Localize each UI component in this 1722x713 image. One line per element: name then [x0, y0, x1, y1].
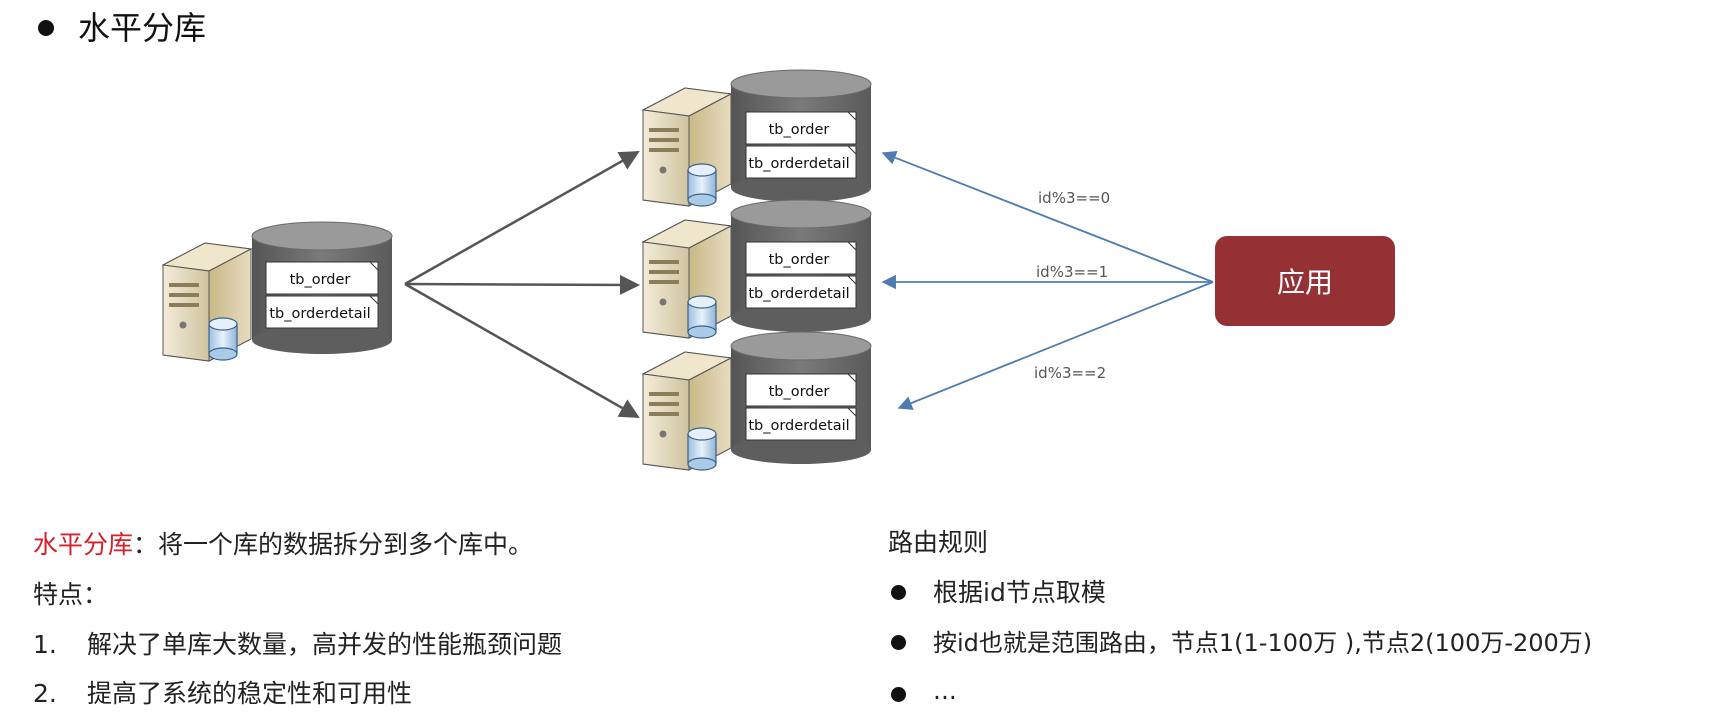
source-table-label: tb_order	[290, 272, 351, 288]
target-db-1: tb_order tb_orderdetail	[642, 199, 872, 339]
target-server-icon	[642, 219, 732, 339]
target-mini-db-icon	[687, 427, 717, 471]
feature-number: 1.	[33, 630, 57, 659]
definition-text: ：将一个库的数据拆分到多个库中。	[133, 530, 534, 559]
feature-item: 1. 解决了单库大数量，高并发的性能瓶颈问题	[33, 628, 562, 662]
target-table-label: tb_orderdetail	[748, 286, 849, 302]
source-server-icon	[162, 242, 252, 362]
routing-rule: 按id也就是范围路由，节点1(1-100万 ),节点2(100万-200万)	[933, 629, 1593, 657]
route-arrow	[897, 281, 1214, 410]
features-label: 特点：	[33, 580, 109, 609]
feature-text: 提高了系统的稳定性和可用性	[87, 679, 413, 708]
title-bullet	[38, 20, 54, 36]
feature-text: 解决了单库大数量，高并发的性能瓶颈问题	[87, 630, 563, 659]
source-table-label: tb_orderdetail	[269, 306, 370, 322]
source-db: tb_order tb_orderdetail	[162, 221, 393, 362]
target-server-icon	[642, 351, 732, 471]
definition-line: 水平分库：将一个库的数据拆分到多个库中。	[33, 528, 533, 562]
target-table-label: tb_order	[769, 122, 830, 138]
definition-term: 水平分库	[33, 530, 134, 559]
target-db-2: tb_order tb_orderdetail	[642, 331, 872, 471]
rule-bullet	[891, 635, 906, 650]
routing-heading: 路由规则	[888, 528, 989, 557]
route-arrow	[881, 151, 1214, 283]
rule-bullet	[891, 585, 906, 600]
split-arrow	[404, 282, 640, 419]
split-arrow	[404, 150, 640, 286]
route-label: id%3==2	[1034, 364, 1106, 382]
target-server-icon	[642, 87, 732, 207]
routing-rule: ...	[933, 676, 957, 705]
target-table-label: tb_order	[769, 384, 830, 400]
target-mini-db-icon	[687, 295, 717, 339]
target-table-label: tb_orderdetail	[748, 418, 849, 434]
route-label: id%3==1	[1036, 263, 1108, 281]
rule-bullet	[891, 687, 906, 702]
feature-item: 2. 提高了系统的稳定性和可用性	[33, 677, 412, 711]
target-db-0: tb_order tb_orderdetail	[642, 69, 872, 207]
split-arrow	[404, 274, 640, 295]
target-table-label: tb_order	[769, 252, 830, 268]
page-title: 水平分库	[78, 9, 207, 47]
app-label: 应用	[1276, 266, 1333, 299]
app-node: 应用	[1215, 236, 1395, 326]
feature-number: 2.	[33, 679, 57, 708]
target-table-label: tb_orderdetail	[748, 156, 849, 172]
route-label: id%3==0	[1038, 189, 1110, 207]
target-mini-db-icon	[687, 163, 717, 207]
routing-rule: 根据id节点取模	[933, 578, 1106, 607]
source-mini-db-icon	[208, 317, 238, 361]
